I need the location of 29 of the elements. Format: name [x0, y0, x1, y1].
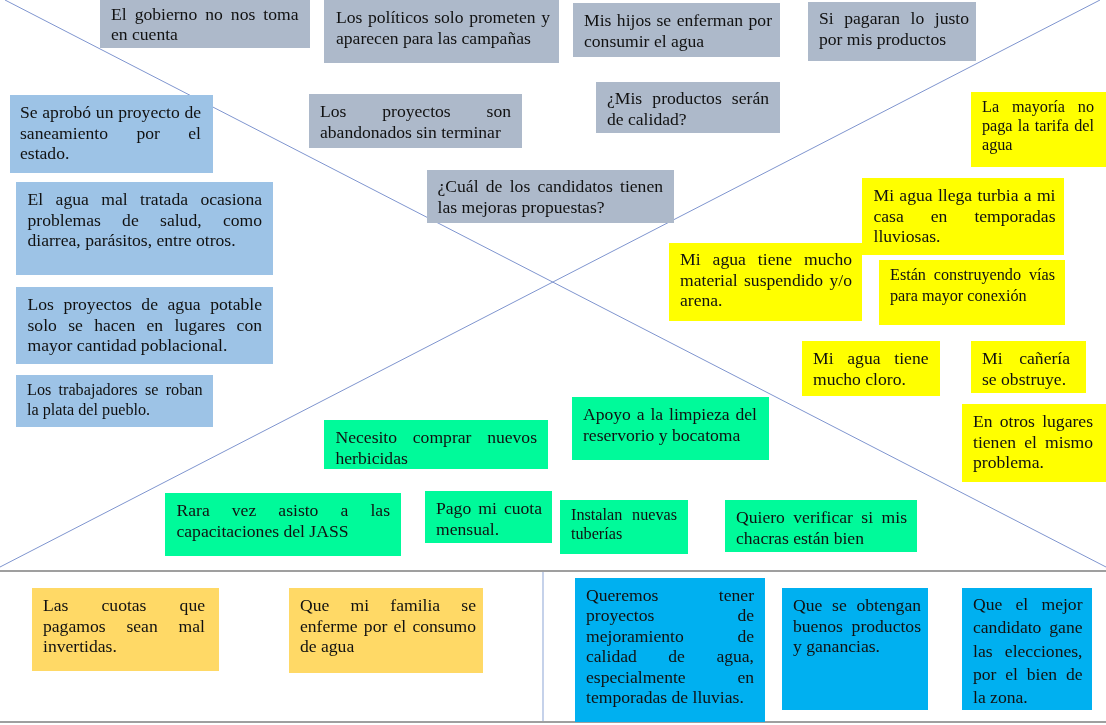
- sticky-note: Rara vez asisto a las capacitaciones del JASS: [165, 493, 401, 556]
- sticky-note: ¿Mis productos serán de calidad?: [596, 82, 780, 133]
- sticky-note: La mayoría no paga la tarifa del agua: [971, 92, 1106, 167]
- sticky-note: Instalan nuevas tuberías: [560, 500, 688, 554]
- sticky-note: Mis hijos se enferman por consumir el agua: [573, 3, 780, 57]
- sticky-note: Los proyectos son abandonados sin terminar: [309, 94, 522, 148]
- sticky-note: El gobierno no nos toma en cuenta: [100, 0, 310, 48]
- sticky-note: Si pagaran lo justo por mis productos: [808, 2, 976, 61]
- sticky-note: Que mi familia se enferme por el consumo de agua: [289, 588, 483, 673]
- sticky-note: Necesito comprar nuevos herbicidas: [324, 420, 548, 469]
- sticky-note: Pago mi cuota mensual.: [425, 491, 552, 543]
- sticky-note: Que se obtengan buenos productos y ganancias.: [782, 588, 928, 710]
- sticky-note: El agua mal tratada ocasiona problemas de salud, como diarrea, parásitos, entre otros.: [16, 182, 273, 275]
- sticky-note: Mi agua llega turbia a mi casa en temporadas lluviosas.: [862, 178, 1064, 255]
- sticky-note: Apoyo a la limpieza del reservorio y bocatoma: [572, 397, 769, 460]
- sticky-note: En otros lugares tienen el mismo problema.: [962, 404, 1106, 482]
- sticky-note: Se aprobó un proyecto de saneamiento por el estado.: [10, 95, 213, 173]
- sticky-note: Que el mejor candidato gane las elecciones, por el bien de la zona.: [962, 588, 1092, 710]
- sticky-note: Queremos tener proyectos de mejoramiento de calidad de agua, especialmente en temporadas de lluvias.: [575, 578, 765, 722]
- sticky-note: Los proyectos de agua potable solo se hacen en lugares con mayor cantidad poblacional.: [16, 287, 273, 364]
- sticky-note: Mi agua tiene mucho material suspendido y/o arena.: [669, 243, 862, 321]
- sticky-note: Los políticos solo prometen y aparecen para las campañas: [324, 0, 559, 63]
- sticky-note: ¿Cuál de los candidatos tienen las mejoras propuestas?: [427, 170, 674, 223]
- sticky-note: Quiero verificar si mis chacras están bien: [725, 500, 917, 552]
- sticky-note: Los trabajadores se roban la plata del pueblo.: [16, 375, 213, 427]
- sticky-note: Mi cañería se obstruye.: [971, 341, 1086, 393]
- sticky-note: Las cuotas que pagamos sean mal invertidas.: [32, 588, 219, 671]
- sticky-note: Mi agua tiene mucho cloro.: [802, 341, 940, 396]
- sticky-note: Están construyendo vías para mayor conexión: [879, 260, 1065, 325]
